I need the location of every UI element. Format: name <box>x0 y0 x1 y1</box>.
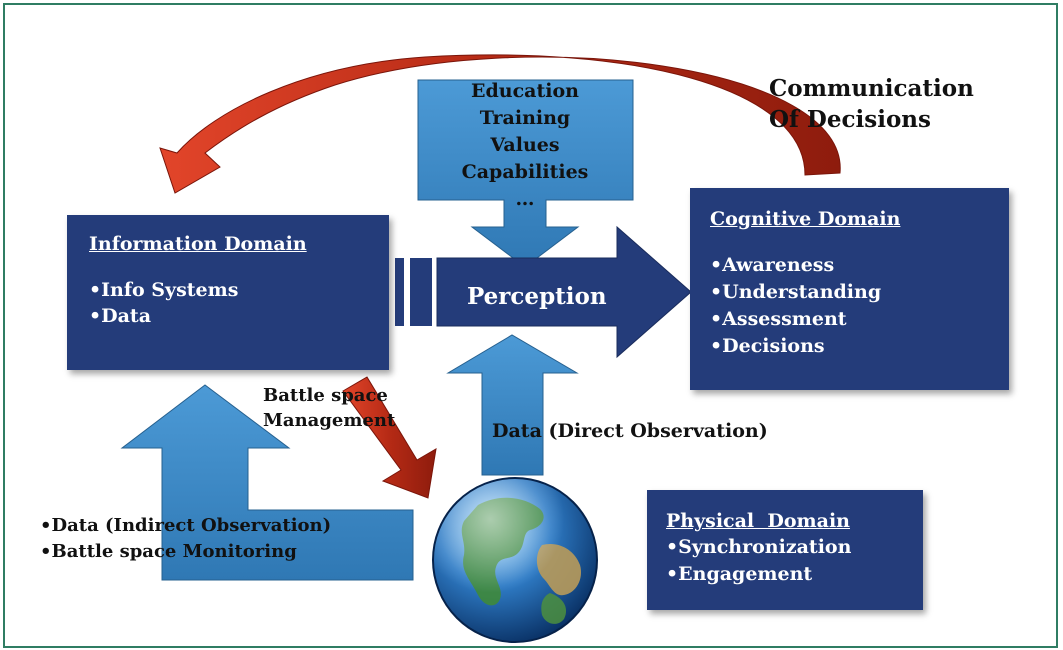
inputs-line: … <box>515 188 535 210</box>
diagram-frame: Communication Of Decisions Education Tra… <box>3 3 1058 648</box>
perception-bar-1 <box>395 258 404 326</box>
direct-observation-arrow <box>446 334 579 476</box>
battlespace-management-arrow <box>342 376 437 499</box>
cognitive-domain-list: •Awareness •Understanding •Assessment •D… <box>710 252 1009 360</box>
inputs-line: Training <box>479 107 571 129</box>
direct-observation-label: Data (Direct Observation) <box>492 420 768 442</box>
inputs-line: Values <box>490 134 560 156</box>
battlespace-management-line-2: Management <box>263 410 396 431</box>
list-item: •Decisions <box>710 335 825 357</box>
list-item: •Assessment <box>710 308 847 330</box>
communication-line-1: Communication <box>769 75 974 102</box>
information-domain-list: •Info Systems •Data <box>89 277 389 329</box>
diagram-shapes <box>120 54 841 581</box>
perception-bar-2 <box>410 258 432 326</box>
earth-globe-icon <box>432 477 598 643</box>
battlespace-management-label: Battle space Management <box>263 383 395 433</box>
list-item: •Synchronization <box>666 536 852 558</box>
list-item: •Engagement <box>666 563 813 585</box>
indirect-observation-arrow <box>120 384 414 581</box>
communication-of-decisions-label: Communication Of Decisions <box>769 73 974 135</box>
indirect-observation-label: •Data (Indirect Observation) •Battle spa… <box>40 513 331 565</box>
information-domain-box: Information Domain •Info Systems •Data <box>67 215 389 370</box>
information-domain-title: Information Domain <box>89 233 307 255</box>
physical-domain-title: Physical Domain <box>666 510 850 532</box>
list-item: •Data <box>89 305 152 327</box>
list-item: •Understanding <box>710 281 882 303</box>
perception-arrow <box>436 225 692 359</box>
cognitive-domain-title: Cognitive Domain <box>710 208 901 230</box>
indirect-observation-line-2: •Battle space Monitoring <box>40 541 297 562</box>
indirect-observation-line-1: •Data (Indirect Observation) <box>40 515 332 536</box>
list-item: •Info Systems <box>89 279 239 301</box>
inputs-label: Education Training Values Capabilities … <box>423 78 627 213</box>
physical-domain-box: Physical Domain •Synchronization •Engage… <box>647 490 923 610</box>
physical-domain-list: •Synchronization •Engagement <box>666 534 923 588</box>
inputs-down-arrow <box>417 79 634 268</box>
battlespace-management-line-1: Battle space <box>263 385 388 406</box>
communication-arrow <box>159 54 841 194</box>
cognitive-domain-box: Cognitive Domain •Awareness •Understandi… <box>690 188 1009 390</box>
inputs-line: Capabilities <box>461 161 589 183</box>
inputs-line: Education <box>471 80 579 102</box>
communication-line-2: Of Decisions <box>769 106 931 133</box>
perception-label: Perception <box>467 283 607 310</box>
list-item: •Awareness <box>710 254 835 276</box>
